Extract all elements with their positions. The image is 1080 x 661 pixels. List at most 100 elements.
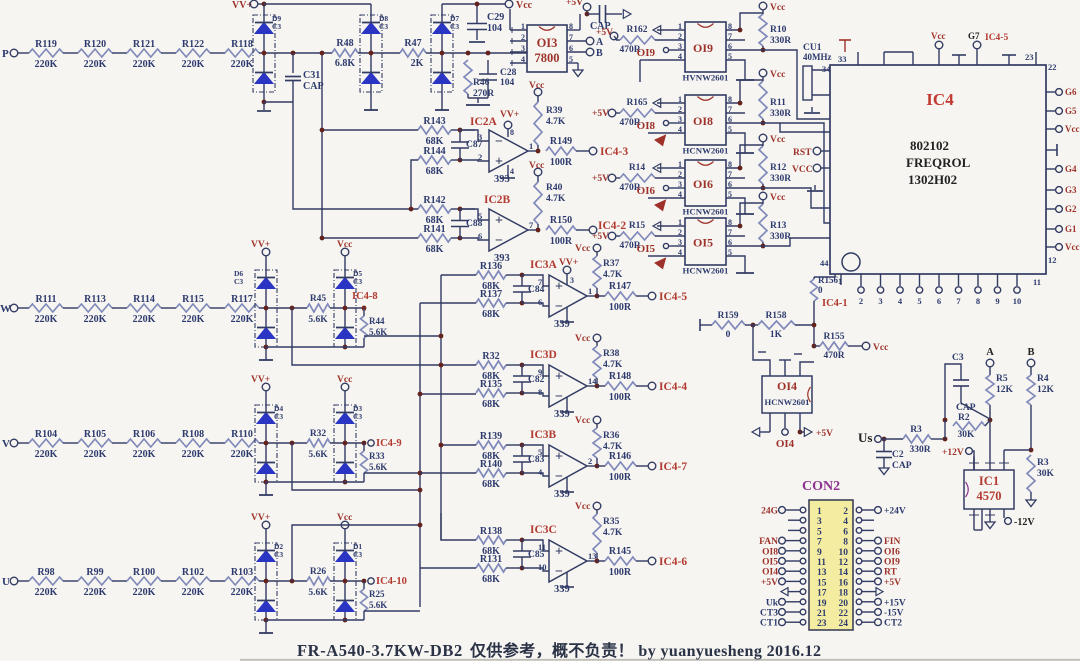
svg-text:R118: R118	[231, 39, 253, 50]
svg-text:470R: 470R	[619, 118, 640, 128]
svg-text:470R: 470R	[619, 45, 640, 55]
svg-text:8: 8	[569, 22, 573, 31]
svg-text:VV+: VV+	[232, 0, 252, 11]
svg-text:4: 4	[510, 167, 514, 176]
svg-text:6.8K: 6.8K	[335, 58, 356, 69]
svg-text:−: −	[555, 390, 563, 405]
svg-text:IC4-1: IC4-1	[822, 298, 848, 309]
svg-text:220K: 220K	[35, 59, 58, 70]
svg-text:IC4-5: IC4-5	[985, 33, 1008, 43]
svg-text:339: 339	[554, 584, 570, 595]
svg-text:R108: R108	[182, 429, 204, 440]
svg-text:220K: 220K	[133, 587, 156, 598]
svg-text:R143: R143	[423, 116, 445, 127]
svg-text:+: +	[555, 370, 563, 385]
svg-text:5: 5	[538, 447, 542, 457]
svg-text:6: 6	[728, 238, 732, 247]
svg-text:R3: R3	[910, 425, 922, 435]
svg-text:C2: C2	[892, 450, 904, 460]
svg-text:2: 2	[843, 507, 848, 517]
svg-text:11: 11	[1033, 277, 1041, 287]
svg-text:−: −	[555, 300, 563, 315]
svg-text:C29: C29	[487, 12, 504, 23]
svg-text:A: A	[596, 37, 604, 48]
svg-text:IC4: IC4	[926, 90, 954, 109]
svg-text:4: 4	[538, 467, 543, 477]
svg-text:8: 8	[843, 538, 848, 548]
svg-text:339: 339	[554, 319, 570, 330]
svg-text:68K: 68K	[482, 371, 500, 382]
svg-text:R148: R148	[609, 371, 631, 382]
svg-text:4: 4	[678, 248, 682, 257]
svg-text:R15: R15	[629, 221, 646, 231]
svg-text:C83: C83	[528, 455, 545, 465]
svg-text:8: 8	[510, 128, 514, 137]
svg-text:220K: 220K	[84, 59, 107, 70]
svg-text:R162: R162	[626, 25, 647, 35]
svg-text:5: 5	[728, 190, 732, 199]
svg-text:6: 6	[728, 42, 732, 51]
svg-text:5: 5	[728, 52, 732, 61]
svg-text:5.6K: 5.6K	[308, 450, 328, 460]
svg-text:Vcc: Vcc	[931, 31, 946, 41]
svg-text:U: U	[2, 576, 10, 588]
svg-text:12K: 12K	[996, 385, 1014, 395]
svg-text:24: 24	[839, 619, 849, 629]
svg-text:220K: 220K	[133, 59, 156, 70]
svg-text:Vcc: Vcc	[337, 513, 352, 523]
svg-text:R137: R137	[480, 289, 502, 300]
svg-text:R111: R111	[35, 294, 56, 305]
svg-text:2: 2	[678, 170, 682, 179]
svg-text:R158: R158	[765, 311, 786, 321]
svg-text:G6: G6	[1065, 87, 1077, 97]
svg-text:R144: R144	[423, 146, 445, 157]
svg-text:9: 9	[995, 296, 999, 306]
svg-text:+5V: +5V	[816, 429, 833, 439]
svg-text:7: 7	[728, 228, 732, 237]
svg-text:Vcc: Vcc	[770, 193, 785, 203]
svg-text:OI3: OI3	[537, 36, 558, 50]
svg-text:12: 12	[1048, 255, 1057, 265]
svg-text:R32: R32	[482, 351, 499, 362]
svg-text:8: 8	[538, 387, 542, 397]
svg-text:IC3C: IC3C	[530, 524, 557, 536]
svg-text:330R: 330R	[770, 36, 791, 46]
svg-text:R140: R140	[480, 459, 502, 470]
svg-text:D8: D8	[379, 14, 388, 23]
svg-text:3: 3	[521, 44, 525, 53]
svg-text:B: B	[1027, 347, 1034, 358]
svg-text:3: 3	[678, 180, 682, 189]
svg-text:5.6K: 5.6K	[308, 315, 328, 325]
svg-text:470R: 470R	[619, 241, 640, 251]
svg-text:30K: 30K	[958, 430, 976, 440]
svg-text:6: 6	[478, 231, 482, 241]
svg-text:4.7K: 4.7K	[603, 442, 623, 452]
svg-text:68K: 68K	[482, 281, 500, 292]
svg-text:5: 5	[569, 55, 573, 64]
svg-text:V: V	[2, 438, 10, 450]
svg-text:23: 23	[1025, 52, 1034, 62]
svg-text:R146: R146	[609, 451, 631, 462]
svg-text:Vcc: Vcc	[575, 334, 590, 344]
svg-text:C3: C3	[274, 550, 283, 559]
svg-text:IC4-8: IC4-8	[352, 291, 378, 302]
svg-text:8: 8	[728, 22, 732, 31]
svg-text:30K: 30K	[1037, 469, 1055, 479]
svg-text:393: 393	[494, 174, 510, 185]
svg-text:68K: 68K	[482, 574, 500, 585]
svg-text:D9: D9	[272, 14, 281, 23]
svg-text:+5V: +5V	[596, 28, 613, 38]
svg-text:W: W	[0, 303, 11, 315]
svg-text:HCNW2601: HCNW2601	[765, 397, 810, 407]
svg-text:14: 14	[588, 376, 597, 386]
svg-text:6: 6	[843, 527, 848, 537]
svg-text:330R: 330R	[770, 174, 791, 184]
svg-text:OI8: OI8	[693, 114, 713, 128]
svg-text:C3: C3	[379, 22, 388, 31]
svg-text:1: 1	[817, 507, 822, 517]
svg-text:1: 1	[838, 276, 842, 286]
svg-text:10: 10	[1013, 296, 1022, 306]
svg-text:1: 1	[529, 141, 533, 151]
svg-text:CT1: CT1	[760, 619, 778, 629]
svg-text:5: 5	[478, 211, 482, 221]
